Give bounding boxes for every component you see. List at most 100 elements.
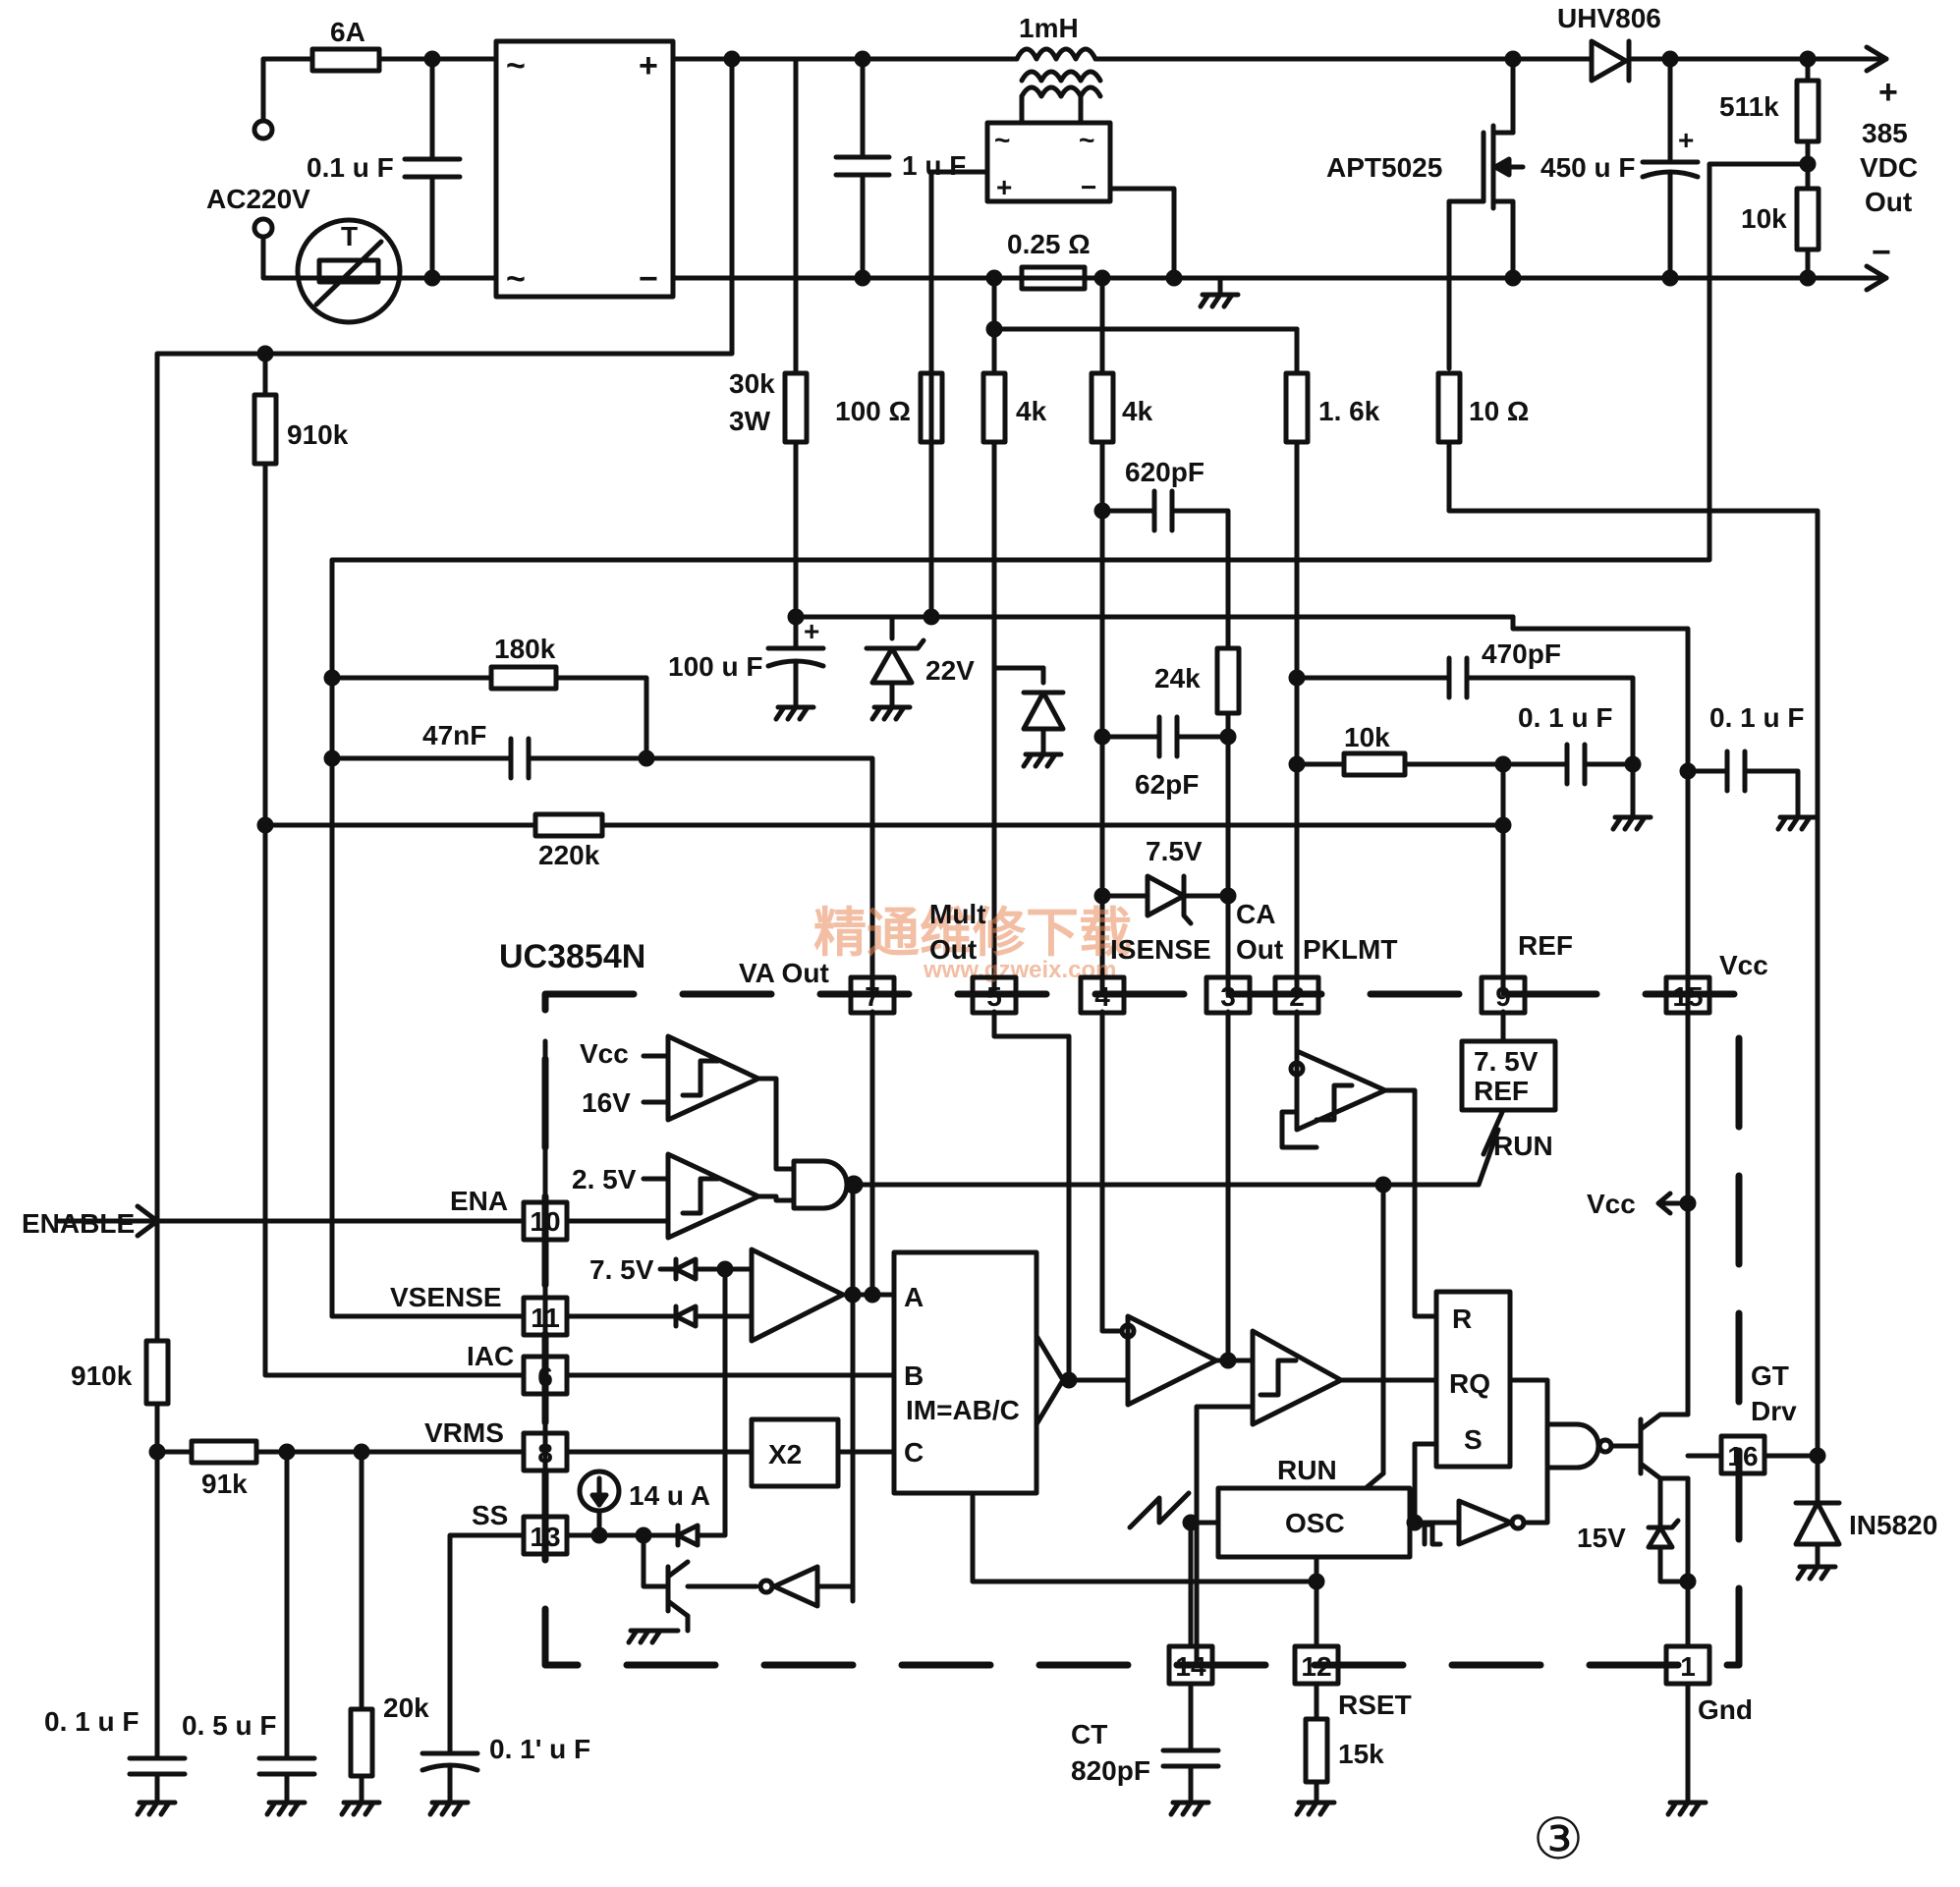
ref-block [1459, 1038, 1558, 1113]
bridge-rectifier [493, 38, 676, 300]
svg-text:7.5V: 7.5V [1146, 836, 1203, 866]
svg-text:−: − [1872, 234, 1891, 271]
inductor-label: 1mH [1019, 13, 1079, 43]
svg-text:10: 10 [530, 1206, 560, 1237]
svg-text:3W: 3W [729, 406, 771, 436]
shunt-label: 0.25 Ω [1007, 229, 1091, 259]
svg-text:−: − [639, 260, 658, 298]
svg-text:IM=AB/C: IM=AB/C [906, 1395, 1020, 1425]
inductor-shunt: 1 u F 1mH ~ ~ + − 0.25 Ω [833, 13, 1595, 620]
svg-text:~: ~ [994, 125, 1010, 155]
svg-text:16: 16 [1727, 1441, 1758, 1471]
svg-text:180k: 180k [494, 634, 556, 664]
svg-text:14 u A: 14 u A [629, 1480, 710, 1511]
svg-text:7: 7 [865, 981, 880, 1012]
svg-text:8: 8 [537, 1438, 553, 1469]
junction-dots [148, 50, 1826, 1590]
svg-text:REF: REF [1518, 930, 1573, 961]
ac-terminal-bottom [252, 216, 275, 240]
svg-text:30k: 30k [729, 368, 775, 399]
svg-text:47nF: 47nF [422, 720, 486, 750]
input-cap-label: 0.1 u F [307, 152, 394, 183]
top-pins: 7 VA Out 5 Mult Out 4 ISENSE 3 CA Out 2 … [739, 899, 1768, 1016]
svg-text:5: 5 [986, 981, 1002, 1012]
svg-text:2. 5V: 2. 5V [572, 1164, 637, 1194]
svg-text:RUN: RUN [1277, 1455, 1337, 1485]
inductor-coil [1014, 46, 1098, 62]
svg-text:6: 6 [537, 1361, 553, 1392]
svg-text:+: + [1678, 125, 1694, 155]
svg-text:Vcc: Vcc [580, 1038, 629, 1069]
svg-text:15: 15 [1672, 981, 1703, 1012]
svg-text:14: 14 [1175, 1651, 1206, 1682]
svg-text:Out: Out [1236, 934, 1283, 965]
fuse-label: 6A [330, 17, 365, 47]
upper-bias-network: 910k 30k 3W + 100 u F 100 Ω 22V 4k 4k 1.… [154, 56, 1820, 1462]
svg-text:C: C [904, 1437, 924, 1468]
svg-text:16V: 16V [582, 1087, 631, 1118]
svg-text:IAC: IAC [467, 1341, 514, 1371]
gate-drive-output: IN5820 [1668, 1453, 1937, 1814]
svg-text:VRMS: VRMS [424, 1417, 504, 1448]
svg-text:820pF: 820pF [1071, 1755, 1150, 1786]
svg-text:X2: X2 [768, 1439, 802, 1470]
timing-network: CT 820pF RSET 15k ③ [1071, 1681, 1584, 1872]
svg-text:12: 12 [1301, 1651, 1331, 1682]
figure-number: ③ [1533, 1805, 1584, 1872]
svg-text:+: + [996, 172, 1012, 202]
svg-text:GT: GT [1751, 1360, 1789, 1391]
r10k-out-label: 10k [1741, 203, 1787, 234]
svg-text:~: ~ [506, 260, 526, 298]
svg-text:VDC: VDC [1860, 152, 1918, 183]
svg-text:2: 2 [1289, 981, 1305, 1012]
svg-text:~: ~ [506, 47, 526, 84]
svg-text:Out: Out [1865, 187, 1912, 217]
svg-text:470pF: 470pF [1482, 638, 1561, 669]
svg-text:385: 385 [1862, 118, 1908, 148]
svg-text:RQ: RQ [1449, 1368, 1490, 1399]
ac-terminal-top [252, 118, 275, 141]
svg-text:4: 4 [1094, 981, 1110, 1012]
svg-text:910k: 910k [287, 419, 349, 450]
svg-text:1: 1 [1680, 1651, 1696, 1682]
svg-text:VA Out: VA Out [739, 958, 829, 988]
ac-input-label: AC220V [206, 184, 310, 214]
and-gate-enable [791, 1158, 850, 1211]
svg-text:ENABLE: ENABLE [22, 1208, 135, 1239]
thermistor-label: T [341, 221, 358, 251]
r511k-label: 511k [1719, 91, 1779, 122]
svg-text:Vcc: Vcc [1719, 950, 1768, 980]
svg-text:RUN: RUN [1493, 1131, 1553, 1161]
boost-diode-label: UHV806 [1557, 3, 1661, 33]
svg-text:Gnd: Gnd [1698, 1694, 1753, 1725]
svg-text:20k: 20k [383, 1693, 429, 1723]
svg-text:9: 9 [1495, 981, 1511, 1012]
svg-text:7. 5V: 7. 5V [589, 1254, 654, 1285]
aux-rectifier [984, 120, 1113, 204]
mosfet-label: APT5025 [1326, 152, 1442, 183]
output-section: APT5025 UHV806 + 450 u F 511k 10k + 385 … [329, 3, 1918, 1319]
svg-text:S: S [1464, 1424, 1483, 1455]
svg-text:IN5820: IN5820 [1849, 1510, 1937, 1540]
svg-text:VSENSE: VSENSE [390, 1282, 502, 1312]
svg-text:~: ~ [1079, 125, 1094, 155]
svg-text:22V: 22V [925, 655, 975, 686]
lower-left-network: 910k 91k 0. 1 u F 0. 5 u F 20k 0. 1' u F [44, 1338, 590, 1814]
chip-label: UC3854N [499, 938, 645, 975]
svg-text:15k: 15k [1338, 1739, 1384, 1769]
svg-text:13: 13 [530, 1522, 560, 1552]
svg-text:62pF: 62pF [1135, 769, 1199, 800]
svg-text:0. 1 u F: 0. 1 u F [1709, 702, 1804, 733]
svg-text:Mult: Mult [929, 899, 986, 929]
svg-text:24k: 24k [1154, 663, 1201, 694]
svg-text:100 u F: 100 u F [668, 651, 762, 682]
svg-text:CT: CT [1071, 1719, 1107, 1749]
svg-text:220k: 220k [538, 840, 600, 870]
internal-blocks: Vcc 16V 2. 5V RUN 7. 5V A B IM=AB/C C X2… [564, 1009, 1724, 1668]
svg-text:91k: 91k [201, 1469, 248, 1499]
svg-text:3: 3 [1220, 981, 1236, 1012]
svg-text:−: − [1081, 172, 1096, 202]
bottom-pins: 14 12 1 Gnd 16 GT Drv [1166, 1360, 1797, 1725]
svg-text:11: 11 [531, 1303, 560, 1333]
svg-text:15V: 15V [1577, 1523, 1626, 1553]
